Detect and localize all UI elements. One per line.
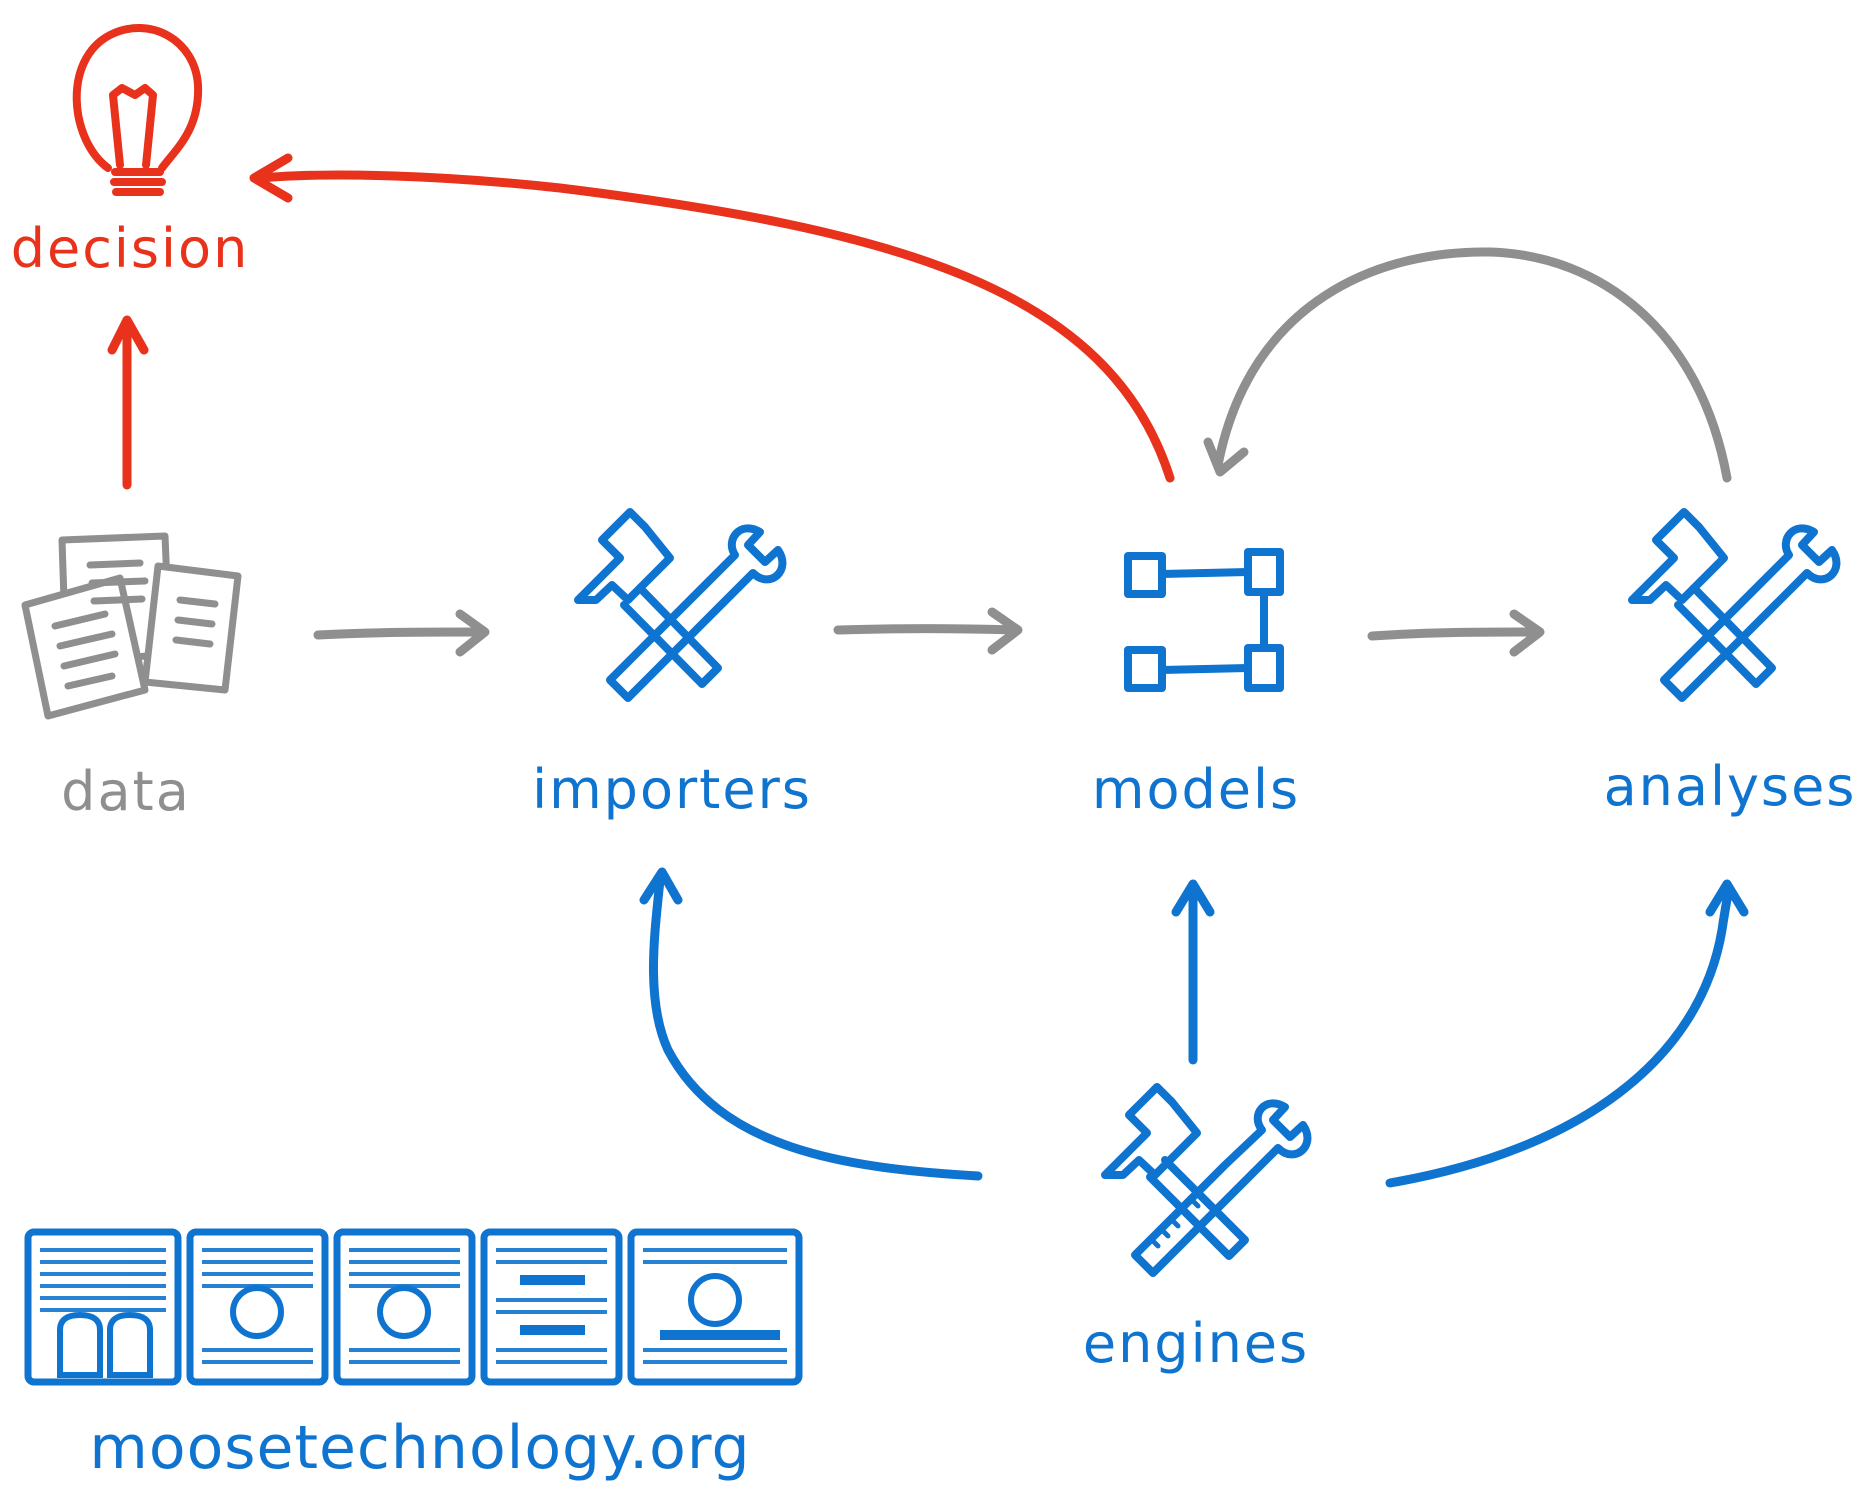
engines-label: engines bbox=[1083, 1312, 1309, 1375]
decision-label: decision bbox=[11, 217, 250, 280]
moose-url: moosetechnology.org bbox=[89, 1413, 750, 1483]
models-label: models bbox=[1092, 758, 1300, 821]
arrow-models-to-analyses bbox=[1367, 609, 1545, 657]
tools-icon-analyses bbox=[1628, 508, 1841, 702]
arrow-engines-to-analyses bbox=[1385, 879, 1749, 1188]
arrow-data-to-decision bbox=[107, 315, 149, 490]
arrow-engines-to-importers bbox=[639, 867, 983, 1181]
tools-icon-importers bbox=[574, 508, 787, 702]
engine-tools-icon bbox=[1101, 1083, 1312, 1277]
importers-label: importers bbox=[532, 758, 812, 821]
arrow-data-to-importers bbox=[313, 609, 490, 657]
lightbulb-icon bbox=[72, 24, 203, 196]
arrow-importers-to-models bbox=[833, 607, 1023, 655]
documents-icon bbox=[21, 532, 242, 720]
arrow-models-to-decision bbox=[249, 153, 1175, 483]
arrow-analyses-to-models bbox=[1203, 247, 1732, 483]
model-graph-icon bbox=[1124, 548, 1284, 692]
data-label: data bbox=[61, 760, 191, 823]
arrow-engines-to-models bbox=[1171, 879, 1215, 1065]
analyses-label: analyses bbox=[1604, 755, 1857, 818]
moose-logo: moosetechnology.org bbox=[24, 1228, 803, 1483]
